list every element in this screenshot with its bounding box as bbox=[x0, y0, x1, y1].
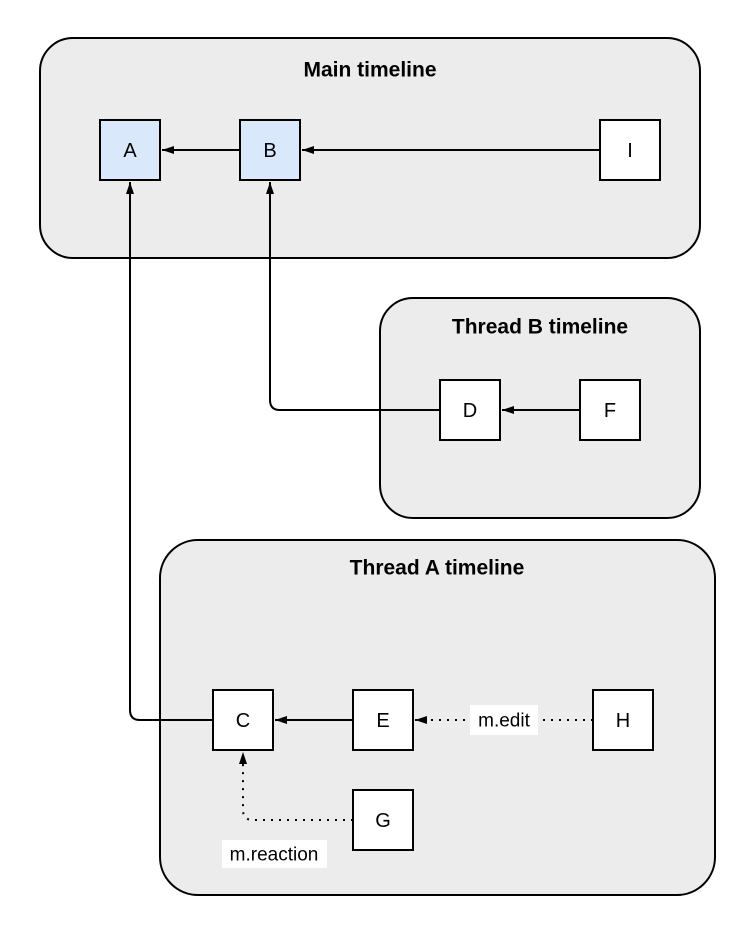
node-B-box bbox=[239, 119, 301, 181]
node-I-box bbox=[599, 119, 661, 181]
container-thread-b-timeline: Thread B timeline bbox=[379, 297, 701, 519]
node-A-label: A bbox=[123, 140, 137, 162]
node-E-label: E bbox=[376, 710, 389, 732]
edge-label-m-reaction-bg bbox=[222, 840, 327, 868]
edge-D-to-B bbox=[266, 182, 440, 411]
node-H-box bbox=[592, 689, 654, 751]
container-main-timeline: Main timeline bbox=[39, 37, 701, 259]
node-F: F bbox=[579, 379, 641, 441]
node-E-box bbox=[352, 689, 414, 751]
edge-label-m-edit-bg bbox=[470, 705, 538, 735]
edge-label-m-edit: m.edit bbox=[470, 705, 538, 735]
node-F-box bbox=[579, 379, 641, 441]
node-D-box bbox=[439, 379, 501, 441]
node-B-label: B bbox=[263, 140, 276, 162]
container-thread-b-timeline-title: Thread B timeline bbox=[452, 316, 628, 339]
node-D: D bbox=[439, 379, 501, 441]
node-G-box bbox=[352, 789, 414, 851]
node-H: H bbox=[592, 689, 654, 751]
container-thread-a-timeline-box bbox=[159, 539, 716, 896]
node-C-label: C bbox=[236, 710, 250, 732]
container-main-timeline-title: Main timeline bbox=[303, 59, 436, 82]
node-A-box bbox=[99, 119, 161, 181]
container-thread-a-timeline: Thread A timeline bbox=[159, 539, 716, 896]
node-C: C bbox=[212, 689, 274, 751]
node-C-box bbox=[212, 689, 274, 751]
node-D-label: D bbox=[463, 400, 477, 422]
node-A: A bbox=[99, 119, 161, 181]
container-thread-b-timeline-box bbox=[379, 297, 701, 519]
node-I-label: I bbox=[627, 140, 633, 162]
node-H-label: H bbox=[616, 710, 630, 732]
node-B: B bbox=[239, 119, 301, 181]
node-I: I bbox=[599, 119, 661, 181]
edge-label-m-reaction-text: m.reaction bbox=[230, 845, 319, 866]
node-F-label: F bbox=[604, 400, 616, 422]
edge-label-m-reaction: m.reaction bbox=[222, 840, 327, 868]
container-thread-a-timeline-title: Thread A timeline bbox=[350, 557, 525, 580]
edge-C-to-A bbox=[126, 182, 213, 721]
edge-label-m-edit-text: m.edit bbox=[478, 711, 530, 732]
node-G: G bbox=[352, 789, 414, 851]
container-main-timeline-box bbox=[39, 37, 701, 259]
node-E: E bbox=[352, 689, 414, 751]
node-G-label: G bbox=[375, 810, 391, 832]
